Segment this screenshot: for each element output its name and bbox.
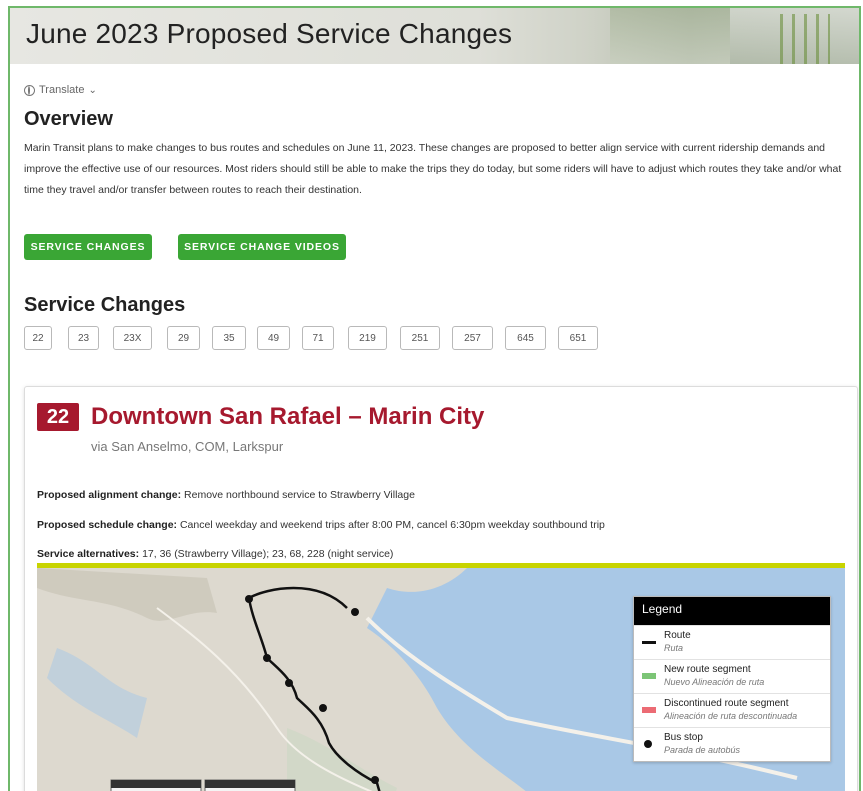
legend-label: Discontinued route segment: [664, 698, 789, 709]
discontinued-segment-icon: [642, 707, 656, 713]
alignment-change-label: Proposed alignment change:: [37, 489, 182, 501]
alignment-change-value: Remove northbound service to Strawberry …: [184, 489, 415, 501]
route-map[interactable]: Legend Route Ruta New route segment Nuev…: [37, 563, 845, 791]
route-chip-23[interactable]: 23: [68, 326, 99, 350]
legend-label: Bus stop: [664, 732, 703, 743]
chevron-down-icon: ⌄: [88, 84, 97, 96]
service-alternatives-value: 17, 36 (Strawberry Village); 23, 68, 228…: [142, 548, 394, 560]
route-chip-49[interactable]: 49: [257, 326, 290, 350]
service-alternatives-label: Service alternatives:: [37, 548, 140, 560]
map-legend: Legend Route Ruta New route segment Nuev…: [633, 596, 831, 762]
page-title: June 2023 Proposed Service Changes: [26, 18, 513, 49]
route-chip-651[interactable]: 651: [558, 326, 598, 350]
alignment-change-row: Proposed alignment change: Remove northb…: [37, 489, 415, 501]
route-chip-645[interactable]: 645: [505, 326, 546, 350]
hero-image-left: [610, 8, 730, 64]
schedule-change-label: Proposed schedule change:: [37, 519, 178, 531]
legend-sublabel: Ruta: [664, 643, 684, 653]
overview-heading: Overview: [24, 108, 113, 130]
legend-item-route: Route Ruta: [634, 625, 830, 659]
route-chip-257[interactable]: 257: [452, 326, 493, 350]
service-changes-button[interactable]: SERVICE CHANGES: [24, 234, 152, 260]
route-chip-251[interactable]: 251: [400, 326, 440, 350]
overview-text: Marin Transit plans to make changes to b…: [24, 142, 842, 196]
route-via: via San Anselmo, COM, Larkspur: [91, 439, 284, 454]
service-alternatives-row: Service alternatives: 17, 36 (Strawberry…: [37, 548, 393, 560]
legend-label: New route segment: [664, 664, 751, 675]
service-changes-heading: Service Changes: [24, 294, 186, 316]
route-chip-35[interactable]: 35: [212, 326, 246, 350]
route-chip-29[interactable]: 29: [167, 326, 200, 350]
page-hero: June 2023 Proposed Service Changes: [10, 8, 859, 64]
schedule-change-value: Cancel weekday and weekend trips after 8…: [179, 519, 605, 531]
legend-sublabel: Parada de autobús: [664, 745, 741, 755]
route-number-badge: 22: [37, 403, 79, 431]
service-change-videos-button[interactable]: SERVICE CHANGE VIDEOS: [178, 234, 346, 260]
legend-item-bus-stop: Bus stop Parada de autobús: [634, 727, 830, 761]
legend-sublabel: Nuevo Alineación de ruta: [664, 677, 765, 687]
route-name: Downtown San Rafael – Marin City: [91, 403, 485, 430]
legend-sublabel: Alineación de ruta descontinuada: [664, 711, 798, 721]
route-card: 22 Downtown San Rafael – Marin City via …: [24, 386, 858, 791]
schedule-change-row: Proposed schedule change: Cancel weekday…: [37, 519, 605, 531]
hero-image-texture: [780, 14, 830, 64]
page-frame: June 2023 Proposed Service Changes Trans…: [8, 6, 861, 791]
route-chip-219[interactable]: 219: [348, 326, 387, 350]
route-line-icon: [642, 641, 656, 644]
translate-label: Translate: [39, 84, 85, 96]
new-segment-icon: [642, 673, 656, 679]
legend-title: Legend: [634, 597, 830, 625]
globe-icon: [24, 84, 35, 96]
route-chip-71[interactable]: 71: [302, 326, 334, 350]
legend-item-discontinued-segment: Discontinued route segment Alineación de…: [634, 693, 830, 727]
legend-label: Route: [664, 630, 691, 641]
legend-item-new-segment: New route segment Nuevo Alineación de ru…: [634, 659, 830, 693]
translate-dropdown[interactable]: Translate ⌄: [24, 84, 97, 96]
route-chip-22[interactable]: 22: [24, 326, 52, 350]
route-chip-23x[interactable]: 23X: [113, 326, 152, 350]
bus-stop-icon: [644, 740, 652, 748]
